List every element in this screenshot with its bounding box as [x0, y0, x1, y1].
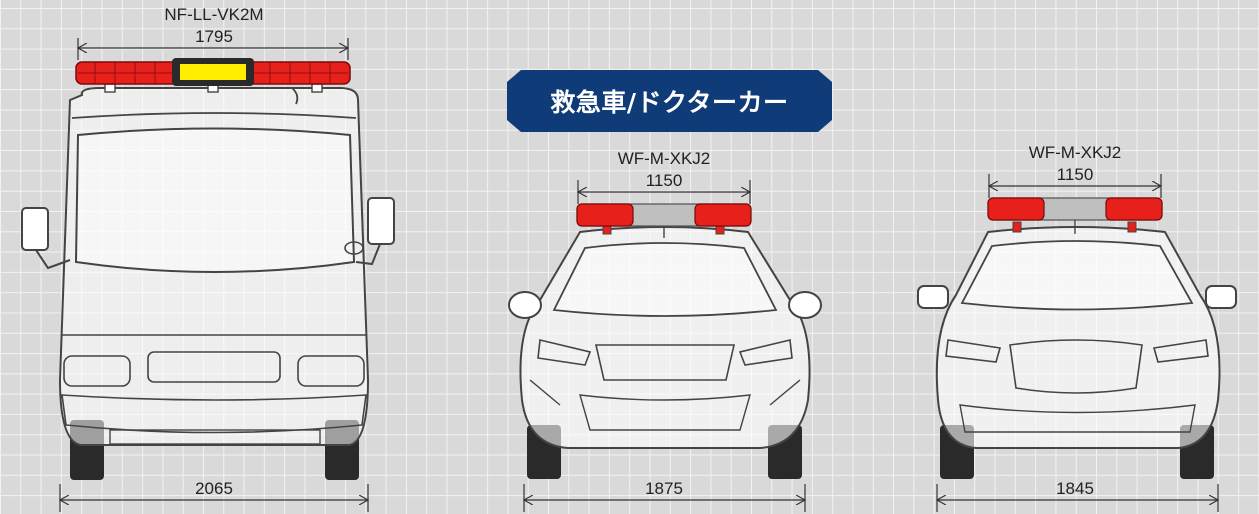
model-label: WF-M-XKJ2 — [618, 149, 711, 168]
lightbar-red-right — [1105, 197, 1163, 221]
bar-width-label: 1795 — [195, 27, 233, 46]
car-body — [519, 226, 811, 449]
mirror — [917, 285, 949, 309]
title-badge — [507, 70, 832, 132]
car-body — [935, 226, 1221, 449]
headlight — [537, 339, 592, 366]
mirror — [367, 197, 395, 245]
lightbar-yellow-panel — [180, 64, 246, 80]
bumper — [61, 394, 367, 434]
vehicle-width-label: 2065 — [195, 479, 233, 498]
model-label: NF-LL-VK2M — [164, 5, 263, 24]
windshield — [960, 240, 1194, 311]
mirror — [508, 291, 542, 319]
lightbar-red-right — [694, 203, 752, 227]
page-title: 救急車/ドクターカー — [550, 88, 789, 117]
bar-width-label: 1150 — [646, 171, 683, 190]
lightbar-red-left — [576, 203, 634, 227]
headlight — [297, 355, 365, 387]
grille — [147, 351, 281, 383]
ambulance-drawing: NF-LL-VK2M 1795 2065 — [21, 5, 395, 512]
headlight — [1152, 339, 1209, 363]
lightbar-red-left — [987, 197, 1045, 221]
model-label: WF-M-XKJ2 — [1029, 143, 1122, 162]
ambulance-body — [58, 87, 370, 446]
mirror — [1205, 285, 1237, 309]
mirror — [21, 207, 49, 251]
windshield — [74, 127, 356, 273]
bar-width-label: 1150 — [1057, 165, 1094, 184]
grille — [594, 344, 736, 381]
doctor-car-1-drawing: WF-M-XKJ2 1150 1875 — [508, 149, 822, 512]
mirror — [788, 291, 822, 319]
doctor-car-2-drawing: WF-M-XKJ2 1150 1845 — [917, 143, 1237, 512]
windshield — [552, 242, 778, 317]
vehicle-width-label: 1845 — [1056, 479, 1094, 498]
grille — [1009, 339, 1143, 394]
vehicle-width-label: 1875 — [645, 479, 683, 498]
headlight — [738, 339, 793, 366]
headlight — [63, 355, 131, 387]
headlight — [945, 339, 1002, 363]
